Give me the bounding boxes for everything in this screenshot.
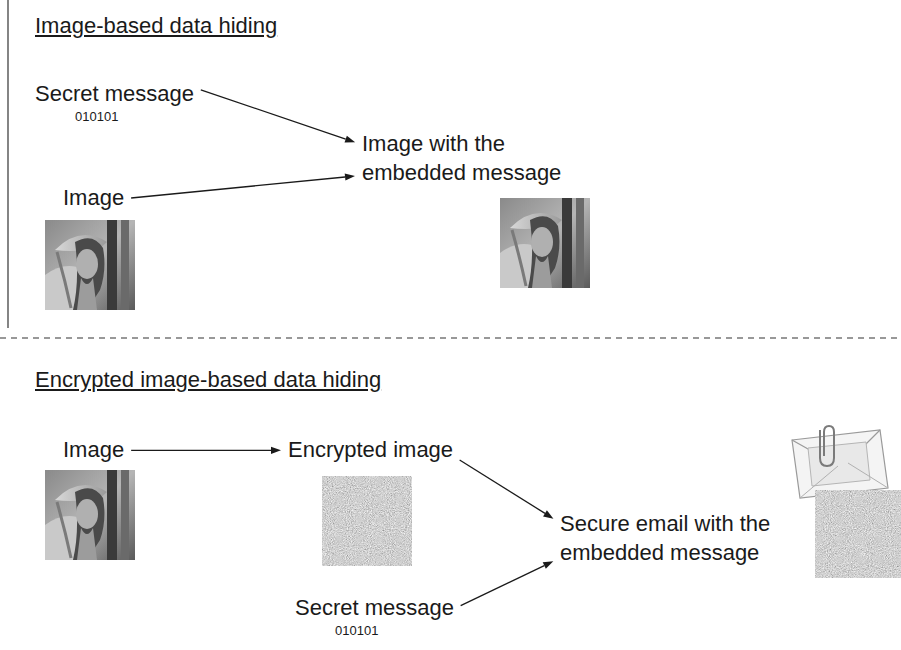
- cover-image: [45, 470, 135, 560]
- node-label: Image: [63, 436, 124, 465]
- binary-code: 010101: [75, 109, 194, 126]
- node-label: Image with the embedded message: [362, 130, 568, 187]
- node-label: Image: [63, 184, 124, 213]
- arrowhead: [543, 510, 553, 518]
- arrowhead: [345, 173, 355, 180]
- node-label: Secret message: [295, 594, 454, 623]
- arrow-connector: [131, 173, 355, 198]
- text-node: Secure email with the embedded message: [556, 508, 800, 569]
- arrowhead: [543, 561, 554, 569]
- text-node: Secret message010101: [31, 78, 198, 127]
- email-icon: [792, 426, 888, 498]
- text-node: Image: [59, 182, 128, 215]
- arrow-connector: [460, 460, 554, 519]
- connector-line: [131, 177, 345, 198]
- section-rule: [7, 0, 8, 328]
- text-node: Secret message010101: [291, 592, 458, 641]
- connector-line: [461, 566, 545, 606]
- node-label: Secure email with the embedded message: [560, 510, 796, 567]
- encrypted-image: [322, 476, 412, 566]
- node-label: Secret message: [35, 80, 194, 109]
- arrowhead: [271, 447, 281, 454]
- binary-code: 010101: [335, 623, 454, 640]
- arrow-connector: [131, 447, 281, 454]
- connector-line: [201, 90, 346, 139]
- connector-line: [460, 460, 545, 513]
- node-label: Encrypted image: [288, 436, 453, 465]
- text-node: Encrypted image: [284, 434, 457, 467]
- cover-image: [45, 220, 135, 310]
- section-divider: [0, 337, 901, 338]
- encrypted-attachment: [815, 490, 901, 578]
- arrowhead: [345, 136, 356, 143]
- arrow-connector: [461, 561, 554, 605]
- connector-line: [131, 450, 271, 451]
- text-node: Image with the embedded message: [358, 128, 572, 189]
- stego-image: [500, 198, 590, 288]
- section-heading: Encrypted image-based data hiding: [35, 366, 381, 395]
- section-heading: Image-based data hiding: [35, 12, 277, 41]
- text-node: Image: [59, 434, 128, 467]
- arrow-connector: [201, 90, 355, 143]
